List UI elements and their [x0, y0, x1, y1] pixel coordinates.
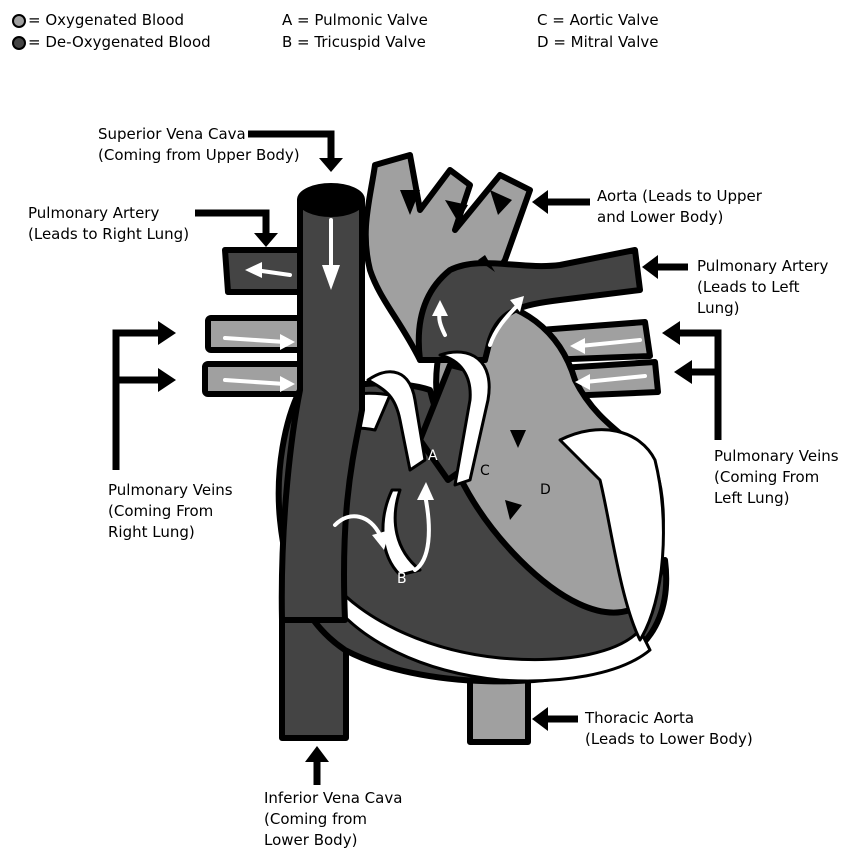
pointer-pv-ll-head: [674, 360, 692, 384]
label-aorta: Aorta (Leads to Upper and Lower Body): [597, 186, 762, 228]
superior-vena-cava-opening: [300, 186, 362, 214]
pointer-pv-right-upper: [116, 333, 160, 470]
valve-letter-b: B: [397, 571, 407, 587]
pulmonary-vein-right-upper: [208, 318, 304, 350]
valve-letter-a: A: [428, 448, 438, 464]
pointer-svc-head: [319, 158, 343, 172]
label-pulmonary-veins-right: Pulmonary Veins (Coming From Right Lung): [108, 480, 233, 543]
pointer-pv-left-upper: [678, 333, 718, 440]
pointer-ivc-head: [305, 746, 329, 762]
pulmonary-vein-right-lower: [205, 364, 303, 394]
valve-letter-c: C: [480, 463, 490, 479]
label-pulmonary-artery-right: Pulmonary Artery (Leads to Right Lung): [28, 203, 189, 245]
pointer-pv-rl-head: [158, 368, 176, 392]
pointer-thoracic-head: [532, 707, 548, 731]
pointer-pa-right: [195, 213, 266, 235]
pointer-pa-left-head: [642, 255, 658, 279]
label-superior-vena-cava: Superior Vena Cava (Coming from Upper Bo…: [98, 124, 300, 166]
valve-letter-d: D: [540, 482, 551, 498]
label-inferior-vena-cava: Inferior Vena Cava (Coming from Lower Bo…: [264, 788, 402, 851]
label-thoracic-aorta: Thoracic Aorta (Leads to Lower Body): [585, 708, 753, 750]
pointer-pv-lu-head: [662, 321, 680, 345]
pointer-pv-ru-head: [158, 321, 176, 345]
label-pulmonary-artery-left: Pulmonary Artery (Leads to Left Lung): [697, 256, 845, 319]
pointer-aorta-head: [532, 190, 548, 214]
label-pulmonary-veins-left: Pulmonary Veins (Coming From Left Lung): [714, 446, 839, 509]
pointer-pa-right-head: [254, 233, 278, 247]
